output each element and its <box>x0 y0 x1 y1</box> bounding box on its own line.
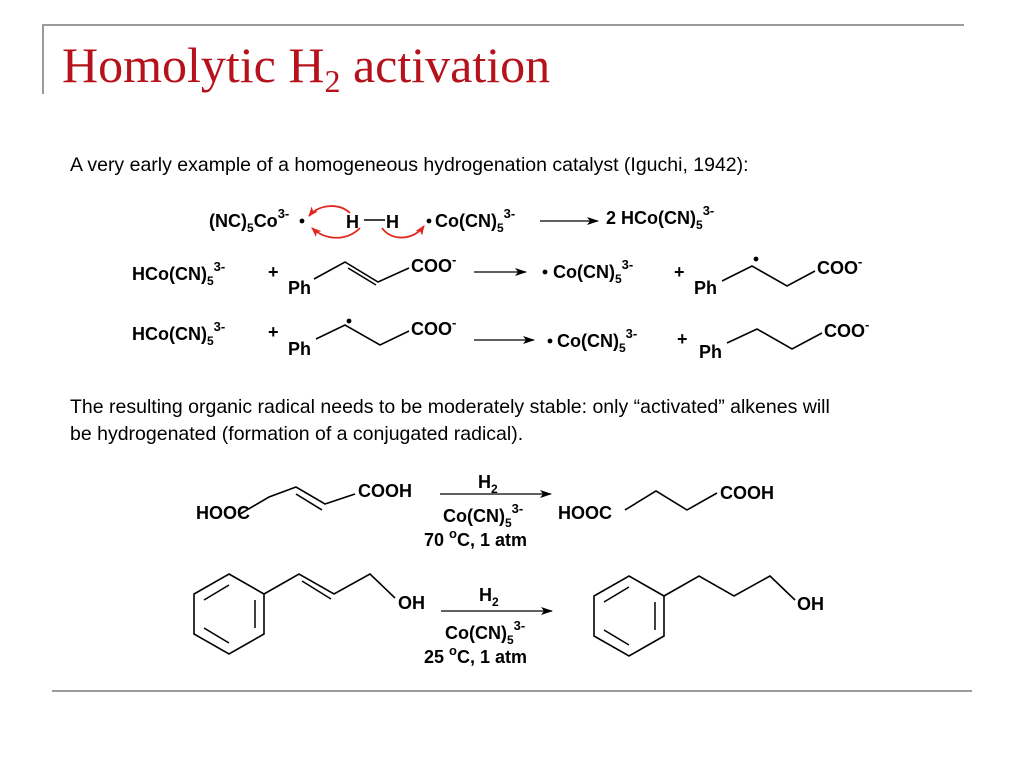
ex1-product-chain <box>624 490 718 511</box>
rxn1-curved-arrow-2 <box>311 227 361 239</box>
page-title: Homolytic H2 activation <box>62 40 550 97</box>
bottom-rule <box>52 690 972 692</box>
ex2-conditions: 25 oC, 1 atm <box>424 643 527 667</box>
rxn3-hydride: HCo(CN)53- <box>132 319 225 348</box>
rxn3-product-group: COO- <box>824 317 869 341</box>
ex2-reactant-chain <box>263 573 396 599</box>
rxn1-reactant-b: Co(CN)53- <box>435 206 515 235</box>
ex1-product-left: HOOC <box>558 503 612 523</box>
rxn1-h-left: H <box>346 212 359 232</box>
title-subscript: 2 <box>324 63 341 99</box>
ex2-product-ring-db1 <box>603 586 630 603</box>
rxn3-radical-chain <box>315 324 410 346</box>
ex1-conditions: 70 oC, 1 atm <box>424 526 527 550</box>
ex2-reactant-double-bond <box>301 580 332 600</box>
ex2-reactant-ring <box>193 573 265 655</box>
rxn1-curved-arrow-1 <box>308 205 351 217</box>
example-1: HOOC COOH H2 Co(CN)53- 70 oC, 1 atm HOOC… <box>196 472 774 550</box>
rxn2-substrate-group: COO- <box>411 252 456 276</box>
note-line-1: The resulting organic radical needs to b… <box>70 396 830 418</box>
rxn3-radical-dot-carbon <box>346 318 352 324</box>
intro-text: A very early example of a homogeneous hy… <box>70 154 749 176</box>
reaction-2: HCo(CN)53- + Ph COO- Co(CN)53- + Ph COO- <box>132 252 862 298</box>
ex2-reactant-group: OH <box>398 593 425 613</box>
ex1-reactant-chain <box>239 486 356 515</box>
rxn1-product: 2 HCo(CN)53- <box>606 203 714 232</box>
rxn1-curved-arrow-3 <box>381 225 425 239</box>
ex1-reactant-left: HOOC <box>196 503 250 523</box>
top-rule <box>42 24 964 26</box>
example-2: OH H2 Co(CN)53- 25 oC, 1 atm OH <box>193 573 824 667</box>
ex1-reagent-top: H2 <box>478 472 498 496</box>
rxn2-hydride: HCo(CN)53- <box>132 259 225 288</box>
ex2-reactant-ring-db2 <box>203 627 230 644</box>
title-main: Homolytic H <box>62 37 325 93</box>
title-tail: activation <box>340 37 551 93</box>
rxn2-radical-ph: Ph <box>694 278 717 298</box>
rxn2-substrate-double-bond <box>347 267 377 286</box>
rxn3-radical-dot-metal <box>547 338 553 344</box>
ex2-catalyst: Co(CN)53- <box>445 618 525 647</box>
rxn1-radical-dot-b <box>426 218 432 224</box>
note-line-2: be hydrogenated (formation of a conjugat… <box>70 423 524 445</box>
ex2-reagent-top: H2 <box>479 585 499 609</box>
rxn3-radical-ph: Ph <box>288 339 311 359</box>
rxn2-plus-1: + <box>268 262 279 282</box>
rxn3-product-ph: Ph <box>699 342 722 362</box>
ex1-product-right: COOH <box>720 483 774 503</box>
rxn2-metal: Co(CN)53- <box>553 257 633 286</box>
ex2-reactant-ring-db1 <box>203 584 230 601</box>
rxn3-plus-2: + <box>677 329 688 349</box>
ex1-catalyst: Co(CN)53- <box>443 501 523 530</box>
ex1-reactant-double-bond <box>295 493 323 511</box>
ex2-product-group: OH <box>797 594 824 614</box>
rxn1-h-right: H <box>386 212 399 232</box>
ex2-product-ring <box>593 575 665 657</box>
rxn3-plus-1: + <box>268 322 279 342</box>
left-rule <box>42 24 44 94</box>
rxn2-substrate-ph: Ph <box>288 278 311 298</box>
rxn2-radical-dot-carbon <box>753 256 759 262</box>
rxn2-radical-dot-metal <box>542 269 548 275</box>
rxn3-radical-group: COO- <box>411 315 456 339</box>
rxn3-product-chain <box>726 328 823 350</box>
rxn2-substrate-chain <box>313 261 410 283</box>
reaction-3: HCo(CN)53- + Ph COO- Co(CN)53- + Ph COO- <box>132 315 869 362</box>
rxn2-radical-group: COO- <box>817 254 862 278</box>
ex2-product-ring-db2 <box>603 629 630 646</box>
rxn1-reactant-a: (NC)5Co3- <box>209 206 289 235</box>
rxn3-metal: Co(CN)53- <box>557 326 637 355</box>
rxn1-radical-dot-a <box>299 218 305 224</box>
rxn2-plus-2: + <box>674 262 685 282</box>
ex2-product-chain <box>663 575 796 601</box>
reaction-1: (NC)5Co3- H H Co(CN)53- 2 HCo(CN)53- <box>209 203 714 239</box>
rxn2-radical-chain <box>721 265 816 287</box>
ex1-reactant-right: COOH <box>358 481 412 501</box>
